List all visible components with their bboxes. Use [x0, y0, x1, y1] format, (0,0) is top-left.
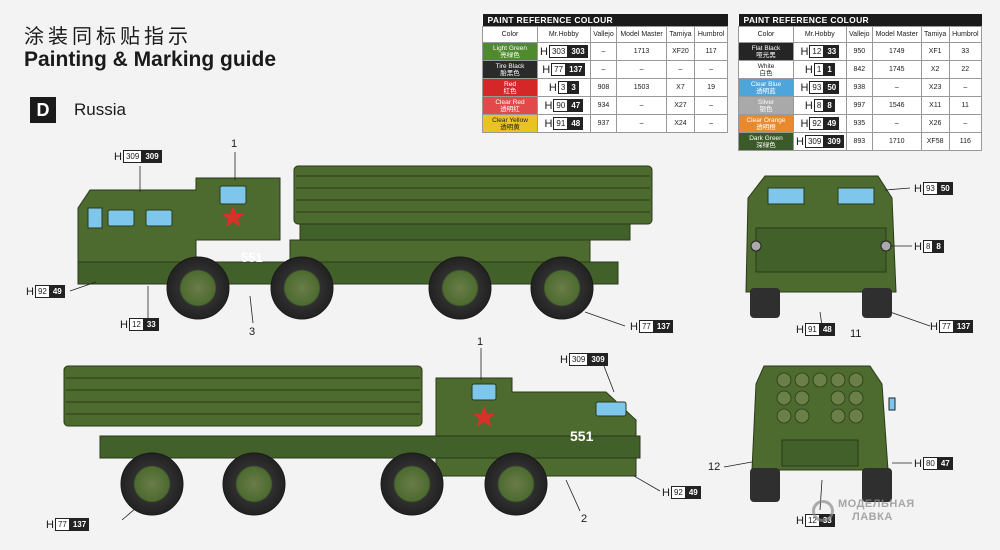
top-wheel-3 — [428, 256, 492, 320]
top-wheel-2 — [270, 256, 334, 320]
bottom-cab-window-2 — [595, 401, 627, 417]
top-wheel-1 — [166, 256, 230, 320]
bottom-wheel-4 — [484, 452, 548, 516]
front-windshield-right — [837, 187, 875, 205]
callout-bottom-2: 2 — [581, 513, 588, 525]
scheme-letter-badge: D — [30, 97, 56, 123]
paint-table-column-header: Vallejo — [589, 26, 618, 43]
bottom-cab-window-1 — [471, 383, 497, 401]
bottom-wheel-2 — [222, 452, 286, 516]
paint-table-column-header: Color — [482, 26, 538, 43]
front-windshield-left — [767, 187, 805, 205]
bottom-red-star — [473, 406, 495, 427]
rocket-launcher-pod-lower — [63, 365, 423, 427]
paint-table-column-header: Tamiya — [920, 26, 950, 43]
top-cab-window-1 — [87, 207, 103, 229]
paint-code-humbrol: – — [694, 114, 728, 133]
top-cab-window-2 — [107, 209, 135, 227]
paint-table-column-header: Tamiya — [665, 26, 696, 43]
paint-code-tamiya: X24 — [665, 114, 696, 133]
paint-code-humbrol: 116 — [948, 132, 983, 151]
callout-top-3: 3 — [249, 326, 256, 338]
watermark-logo-icon — [812, 500, 834, 522]
watermark-text: МОДЕЛЬНАЯ ЛАВКА — [838, 498, 915, 523]
vehicle-number-bottom: 551 — [570, 428, 594, 444]
top-cab-window-3 — [145, 209, 173, 227]
bottom-wheel-1 — [120, 452, 184, 516]
top-red-star — [222, 206, 244, 227]
page-title: Painting & Marking guide — [24, 48, 277, 71]
paint-code-vallejo: 893 — [845, 132, 873, 151]
scheme-country: Russia — [74, 100, 126, 119]
top-cab-window-4 — [219, 185, 247, 205]
front-headlight-right — [880, 240, 892, 252]
rear-view — [723, 365, 912, 511]
paint-table-column-header: Humbrol — [948, 26, 983, 43]
callout-top-1: 1 — [231, 138, 238, 150]
callout-bottom-1: 1 — [477, 336, 484, 348]
vehicle-number-top: 551 — [241, 250, 263, 265]
paint-code-tamiya: XF20 — [665, 42, 696, 61]
callout-front-11: 11 — [850, 328, 862, 340]
paint-table-column-header: Mr.Hobby — [537, 26, 591, 43]
bottom-side-view — [63, 348, 661, 521]
bottom-wheel-3 — [380, 452, 444, 516]
rocket-launcher-pod — [293, 165, 653, 241]
top-wheel-4 — [530, 256, 594, 320]
top-side-view — [69, 152, 653, 327]
callout-rear-12: 12 — [708, 461, 721, 473]
paint-table-column-header: Humbrol — [694, 26, 728, 43]
front-view — [745, 175, 931, 327]
front-headlight-left — [750, 240, 762, 252]
paint-table-header: PAINT REFERENCE COLOUR — [482, 14, 728, 27]
paint-table-header: PAINT REFERENCE COLOUR — [738, 14, 982, 27]
page-title-chinese: 涂装同标贴指示 — [24, 24, 192, 48]
